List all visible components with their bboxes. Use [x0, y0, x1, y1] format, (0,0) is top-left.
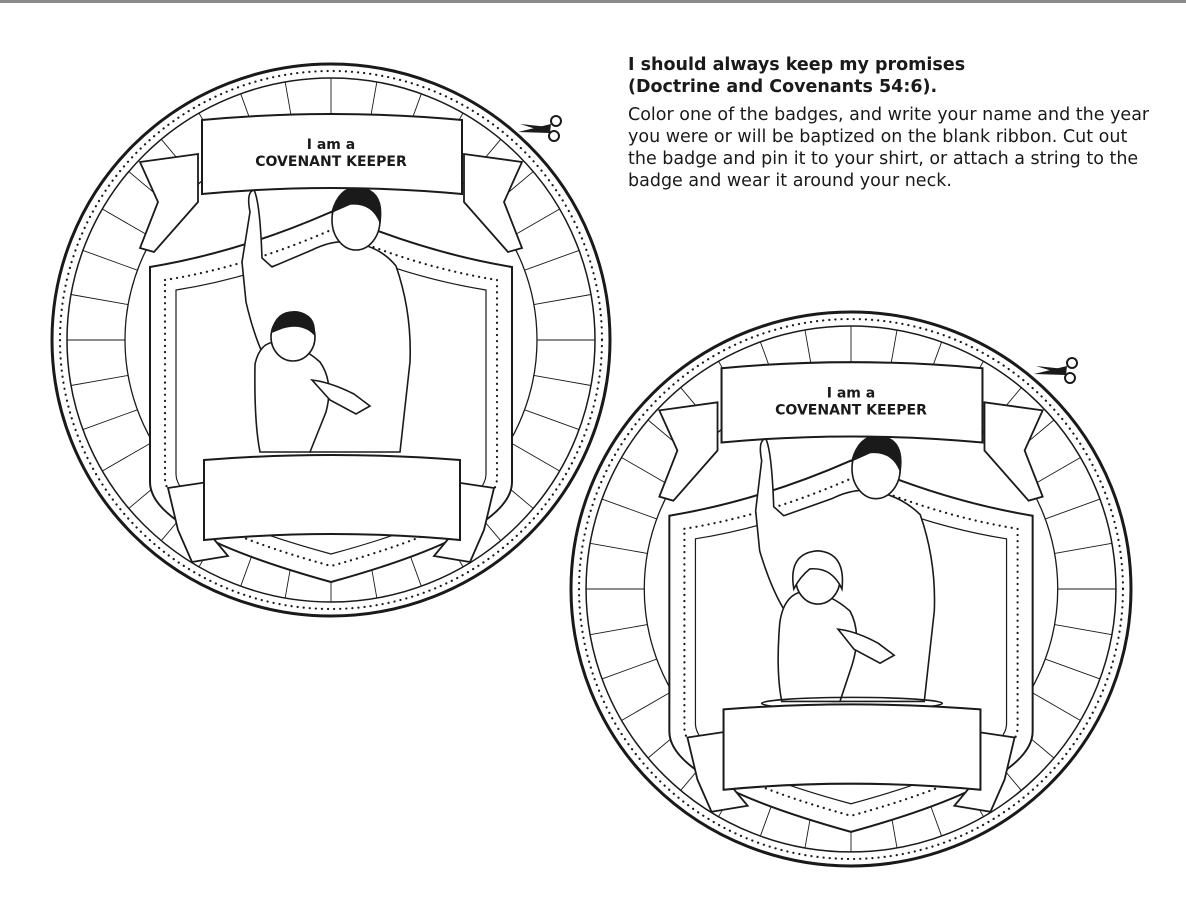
ribbon-line-1: I am a: [827, 385, 876, 401]
instructions-block: I should always keep my promises (Doctri…: [628, 54, 1158, 192]
badge-ray: [590, 624, 648, 636]
badge-girl: I am a COVENANT KEEPER: [568, 310, 1134, 872]
top-ribbon-left-tail: [138, 152, 199, 254]
badge-ray: [102, 441, 153, 472]
badge-boy: I am a COVENANT KEEPER: [50, 62, 612, 622]
top-ribbon-left-tail: [657, 401, 719, 502]
baptism-figures: [241, 186, 412, 453]
ribbon-line-2: COVENANT KEEPER: [255, 154, 407, 170]
badge-ray: [70, 294, 129, 306]
badge-outer-ring: [50, 62, 612, 618]
badge-ray: [70, 374, 129, 386]
badge-ray: [1045, 498, 1101, 520]
girl-body: [777, 590, 858, 703]
badge-ray: [509, 441, 560, 472]
hands: [836, 628, 896, 665]
boy-body: [254, 341, 330, 453]
hands: [309, 378, 372, 415]
ribbon-line-1: I am a: [307, 137, 355, 153]
page-top-rule: [0, 0, 1186, 3]
badge-ray: [601, 658, 657, 680]
badge-ray: [1029, 457, 1081, 488]
instructions-heading: I should always keep my promises (Doctri…: [628, 54, 1158, 98]
top-ribbon-right-tail: [463, 152, 524, 254]
badge-ray: [1029, 690, 1081, 721]
badge-inner-ring: [585, 325, 1117, 853]
instructions-body: Color one of the badges, and write your …: [628, 105, 1150, 191]
badge-ray: [102, 208, 153, 239]
blank-ribbon: [203, 454, 461, 542]
badge-outer-ring: [569, 310, 1133, 868]
badge-ray: [509, 208, 560, 239]
heading-line-1: I should always keep my promises: [628, 55, 966, 75]
boy-hair: [270, 311, 315, 336]
top-ribbon-right-tail: [983, 401, 1045, 502]
badge-drawing: I am a COVENANT KEEPER: [50, 62, 612, 618]
badge-ray: [524, 409, 580, 431]
top-ribbon: [201, 113, 463, 196]
badge-ray: [533, 374, 592, 386]
badge-drawing: I am a COVENANT KEEPER: [569, 310, 1133, 868]
badge-ray: [82, 409, 138, 431]
badge-ray: [524, 249, 580, 271]
badge-dotted-ring: [577, 317, 1125, 861]
badge-ray: [533, 294, 592, 306]
heading-line-2: (Doctrine and Covenants 54:6).: [628, 77, 938, 97]
badge-ray: [1054, 624, 1112, 636]
badge-ray: [621, 690, 673, 721]
scissors-icon: [1032, 356, 1080, 390]
badge-ray: [82, 249, 138, 271]
badge-ray: [590, 542, 648, 554]
man-hair: [330, 186, 382, 226]
badge-ray: [601, 498, 657, 520]
badge-ray: [1045, 658, 1101, 680]
badge-inner-ring: [66, 77, 596, 603]
scissors-icon: [516, 114, 564, 148]
blank-ribbon: [722, 703, 982, 791]
man-hair: [850, 435, 902, 474]
baptism-figures: [754, 435, 944, 711]
top-ribbon: [720, 361, 984, 444]
badge-ray: [621, 457, 673, 488]
badge-ray: [1054, 542, 1112, 554]
girl-hair: [792, 550, 844, 592]
badge-dotted-ring: [58, 69, 604, 611]
ribbon-line-2: COVENANT KEEPER: [775, 402, 927, 418]
